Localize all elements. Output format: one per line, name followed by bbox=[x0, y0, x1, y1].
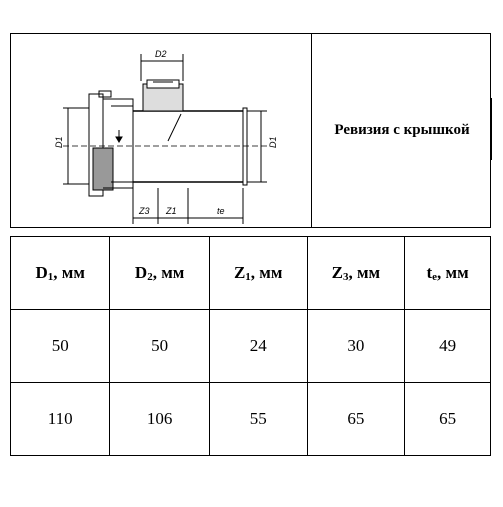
dim-label-d1-left: D1 bbox=[54, 136, 64, 148]
dim-label-z1: Z1 bbox=[165, 206, 177, 216]
table-row: 50 50 24 30 49 bbox=[9, 309, 491, 383]
header-d2: D2, мм bbox=[109, 236, 210, 310]
revision-drawing: D2 D1 D1 Z3 Z1 te bbox=[54, 49, 278, 224]
product-title: Ревизия с крышкой bbox=[334, 122, 470, 138]
cell-d1: 110 bbox=[9, 382, 111, 456]
table-header-row: D1, мм D2, мм Z1, мм Z3, мм te, мм bbox=[9, 236, 491, 310]
panel-divider bbox=[311, 34, 312, 227]
header-z1: Z1, мм bbox=[208, 236, 308, 310]
dim-label-te: te bbox=[217, 206, 225, 216]
dim-label-d1-right: D1 bbox=[268, 136, 278, 148]
header-d1: D1, мм bbox=[9, 236, 111, 310]
cell-te: 65 bbox=[404, 382, 491, 456]
header-te: te, мм bbox=[404, 236, 491, 310]
cell-te: 49 bbox=[404, 309, 491, 383]
product-panel: D2 D1 D1 Z3 Z1 te Ревизия с крышкой bbox=[10, 33, 491, 228]
cell-z1: 55 bbox=[208, 382, 308, 456]
cell-z1: 24 bbox=[208, 309, 308, 383]
dim-label-d2: D2 bbox=[155, 49, 167, 59]
dimensions-table: D1, мм D2, мм Z1, мм Z3, мм te, мм 50 50… bbox=[9, 236, 491, 456]
cell-z3: 30 bbox=[306, 309, 406, 383]
table-row: 110 106 55 65 65 bbox=[9, 382, 491, 456]
cell-d2: 106 bbox=[109, 382, 210, 456]
cell-d2: 50 bbox=[109, 309, 210, 383]
cell-d1: 50 bbox=[9, 309, 111, 383]
dim-label-z3: Z3 bbox=[138, 206, 150, 216]
edge-mark bbox=[490, 98, 492, 160]
cell-z3: 65 bbox=[306, 382, 406, 456]
header-z3: Z3, мм bbox=[306, 236, 406, 310]
